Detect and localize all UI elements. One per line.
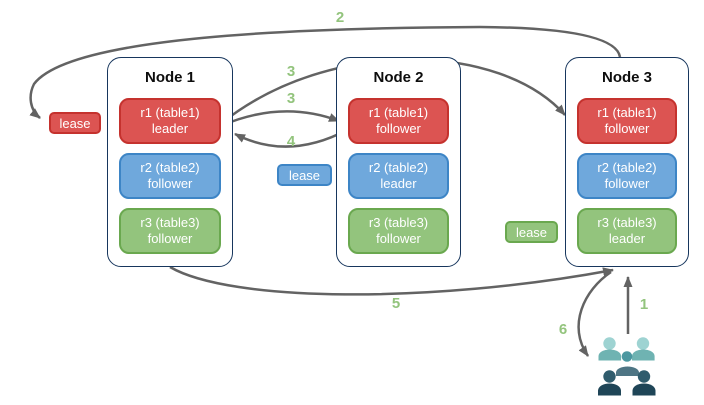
user-head <box>636 337 650 350</box>
node-2-replica-r3: r3 (table3) follower <box>348 208 449 254</box>
step-label-5: 5 <box>391 295 401 312</box>
user-head <box>603 337 616 350</box>
node-3-replica-r1: r1 (table1) follower <box>577 98 677 144</box>
arrow-step-2 <box>29 25 622 119</box>
replica-name: r2 (table2) <box>597 160 657 175</box>
lease-label: lease <box>59 115 91 131</box>
step-label-2: 2 <box>335 9 345 26</box>
user-body <box>632 383 656 396</box>
replica-role: leader <box>380 176 417 191</box>
node-3-title: Node 3 <box>601 69 652 86</box>
replica-role: follower <box>147 176 193 191</box>
replica-name: r1 (table1) <box>140 105 200 120</box>
node-3-replica-r2: r2 (table2) follower <box>577 153 677 199</box>
replica-role: leader <box>608 231 646 246</box>
lease-badge-table2: lease <box>277 164 332 186</box>
user-head <box>621 351 633 362</box>
node-1-replica-r1: r1 (table1) leader <box>119 98 221 144</box>
lease-label: lease <box>515 224 548 240</box>
node-2-title: Node 2 <box>373 69 424 86</box>
user-body <box>598 383 621 396</box>
node-1-title: Node 1 <box>144 69 195 86</box>
step-label-6: 6 <box>558 321 568 338</box>
arrow-step-5 <box>169 265 614 296</box>
step-label-3a: 3 <box>286 63 296 80</box>
replica-name: r1 (table1) <box>368 105 429 120</box>
node-3-replica-r3: r3 (table3) leader <box>577 208 677 254</box>
replica-role: follower <box>376 231 421 246</box>
lease-badge-table1: lease <box>49 112 101 134</box>
user-body <box>632 349 655 361</box>
replica-role: follower <box>604 176 650 191</box>
step-label-1: 1 <box>639 296 649 313</box>
node-1-replica-r2: r2 (table2) follower <box>119 153 221 199</box>
replica-role: follower <box>376 121 421 136</box>
user-body <box>598 349 622 361</box>
arrow-step-6 <box>577 270 612 357</box>
node-2: Node 2 r1 (table1) follower r2 (table2) … <box>336 57 461 267</box>
replica-role: follower <box>604 121 650 136</box>
step-label-3b: 3 <box>286 90 296 107</box>
replica-name: r3 (table3) <box>597 215 657 230</box>
users-group-icon <box>598 337 656 396</box>
user-head <box>603 370 616 383</box>
node-1-replica-r3: r3 (table3) follower <box>119 208 221 254</box>
step-label-4: 4 <box>286 133 296 150</box>
node-2-replica-r2: r2 (table2) leader <box>348 153 449 199</box>
arrow-step-3-to-node2 <box>222 110 340 127</box>
replica-name: r2 (table2) <box>368 160 429 175</box>
user-head <box>637 370 651 383</box>
replica-name: r3 (table3) <box>368 215 429 230</box>
replica-role: follower <box>147 231 193 246</box>
node-3: Node 3 r1 (table1) follower r2 (table2) … <box>565 57 689 267</box>
lease-label: lease <box>288 167 321 183</box>
replica-name: r1 (table1) <box>597 105 657 120</box>
arrow-step-4 <box>234 128 348 148</box>
replica-name: r2 (table2) <box>140 160 200 175</box>
node-2-replica-r1: r1 (table1) follower <box>348 98 449 144</box>
lease-badge-table3: lease <box>505 221 558 243</box>
replica-name: r3 (table3) <box>140 215 200 230</box>
user-body <box>616 366 639 376</box>
node-1: Node 1 r1 (table1) leader r2 (table2) fo… <box>107 57 233 267</box>
replica-role: leader <box>151 121 189 136</box>
